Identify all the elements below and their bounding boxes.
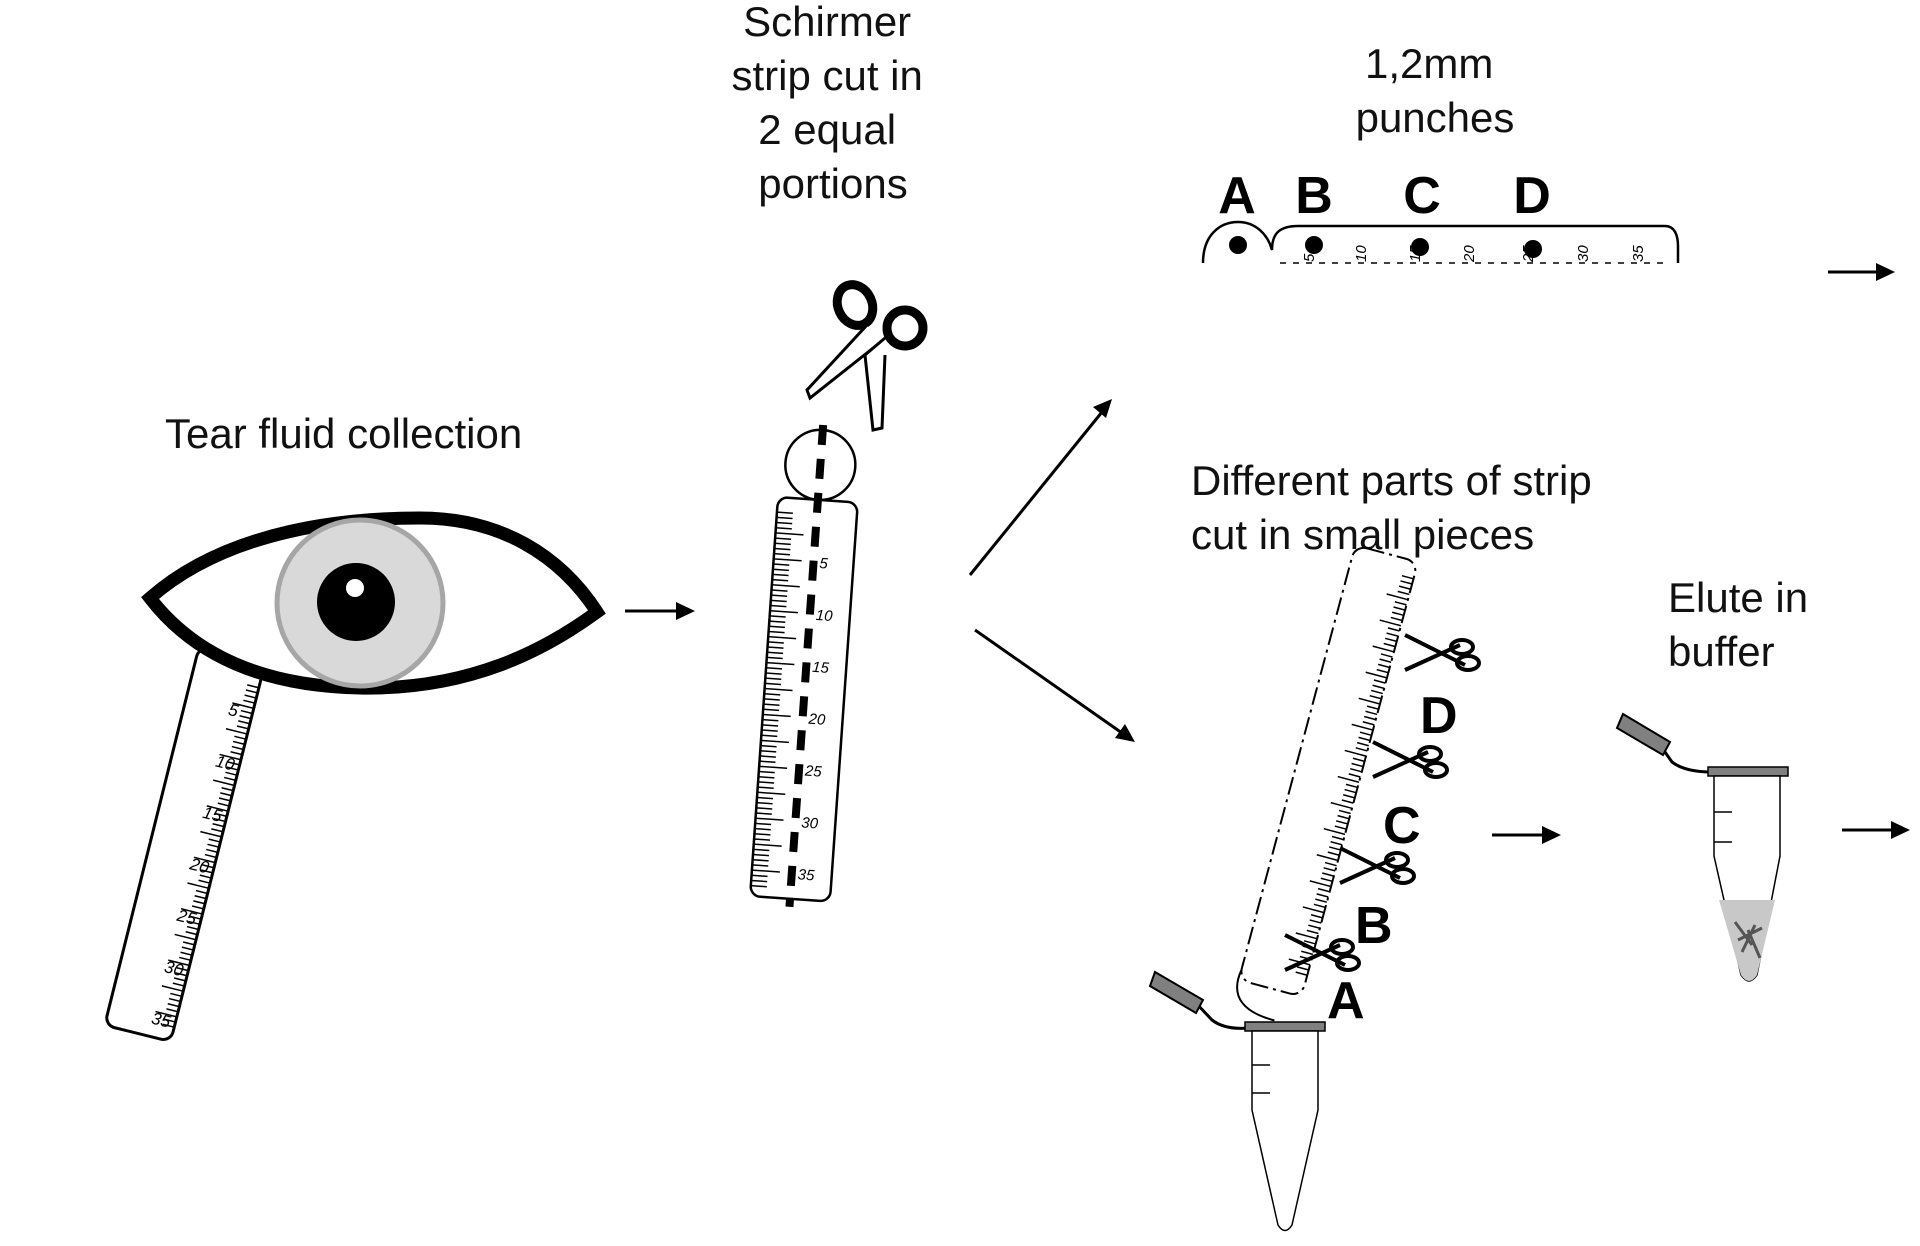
punch-hole-c: [1411, 238, 1429, 256]
eye-strip-tick-label: 20: [187, 854, 211, 877]
punch-strip-tick-label: 20: [1461, 245, 1478, 263]
strip-being-cut: [1236, 546, 1417, 1022]
punch-letter-d: D: [1513, 167, 1551, 225]
cut-strip-tick-label: 25: [803, 762, 822, 780]
small-scissors-b-icon: [1339, 846, 1416, 885]
eye-strip-tick-label: 10: [214, 752, 237, 775]
small-scissors-a-icon: [1284, 933, 1361, 972]
punch-strip-tick-label: 10: [1353, 245, 1370, 262]
eye-strip-tick-label: 25: [174, 906, 198, 929]
punch-hole-a: [1229, 236, 1247, 254]
punch-strip-tick-label: 5: [1301, 253, 1318, 262]
label-tear-collection: Tear fluid collection: [165, 410, 522, 457]
arrow-to-cut: [625, 602, 695, 620]
schirmer-strip-cut: 5 10 15 20 25 30 35: [749, 424, 859, 908]
eye-strip-tick-label: 35: [150, 1009, 173, 1032]
label-punches: 1,2mm punches: [1356, 40, 1515, 141]
cut-strip-tick-label: 20: [807, 711, 826, 729]
cut-strip-tick-label: 10: [815, 607, 833, 625]
eye-strip-tick-label: 15: [201, 803, 224, 826]
small-scissors-d-icon: [1404, 633, 1481, 672]
punch-strip-tick-label: 35: [1630, 245, 1647, 262]
strip-pieces-icon: [1733, 921, 1763, 959]
arrow-to-elute: [1492, 826, 1561, 844]
cut-letter-b: B: [1355, 897, 1393, 955]
cut-strip-tick-label: 15: [812, 659, 830, 677]
label-schirmer-cut: Schirmer strip cut in 2 equal portions: [731, 0, 934, 207]
cut-strip-tick-label: 30: [801, 814, 819, 832]
cut-strip-tick-label: 5: [819, 555, 829, 573]
punch-letter-c: C: [1403, 167, 1441, 225]
eye-strip-tick-label: 30: [162, 957, 185, 980]
scissors-icon: [805, 280, 928, 432]
microtube-buffer-icon: [1615, 712, 1789, 982]
cut-letter-c: C: [1383, 797, 1421, 855]
label-elute: Elute in buffer: [1668, 574, 1820, 675]
punch-strip-tick-label: 30: [1575, 245, 1592, 262]
cut-letter-a: A: [1327, 972, 1365, 1030]
arrow-punches-next: [1828, 263, 1895, 281]
punch-letter-b: B: [1295, 167, 1333, 225]
arrow-to-punches: [968, 399, 1112, 576]
cut-letter-d: D: [1420, 687, 1458, 745]
punch-letter-a: A: [1218, 167, 1256, 225]
label-different-parts: Different parts of strip cut in small pi…: [1191, 457, 1603, 558]
microtube-empty-icon: [1148, 970, 1326, 1232]
punch-hole-d: [1524, 240, 1542, 258]
cut-strip-tick-label: 35: [797, 866, 815, 884]
punch-hole-b: [1305, 236, 1323, 254]
arrow-elute-next: [1842, 821, 1910, 839]
pupil-icon: [317, 563, 395, 641]
arrow-to-pieces: [974, 628, 1135, 742]
small-scissors-c-icon: [1372, 740, 1449, 779]
eye-highlight-icon: [346, 579, 364, 597]
